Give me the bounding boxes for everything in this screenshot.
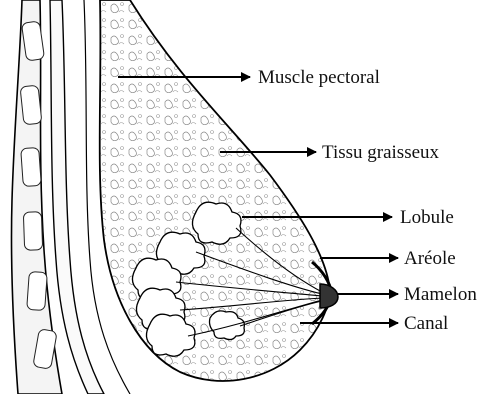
nipple-shape	[320, 284, 338, 308]
label-tissu-graisseux: Tissu graisseux	[322, 143, 439, 162]
label-areole: Aréole	[404, 249, 456, 268]
label-lobule: Lobule	[400, 208, 454, 227]
pectoral-muscle-band	[50, 0, 104, 394]
label-muscle-pectoral: Muscle pectoral	[258, 68, 380, 87]
label-canal: Canal	[404, 314, 448, 333]
label-mamelon: Mamelon	[404, 285, 477, 304]
